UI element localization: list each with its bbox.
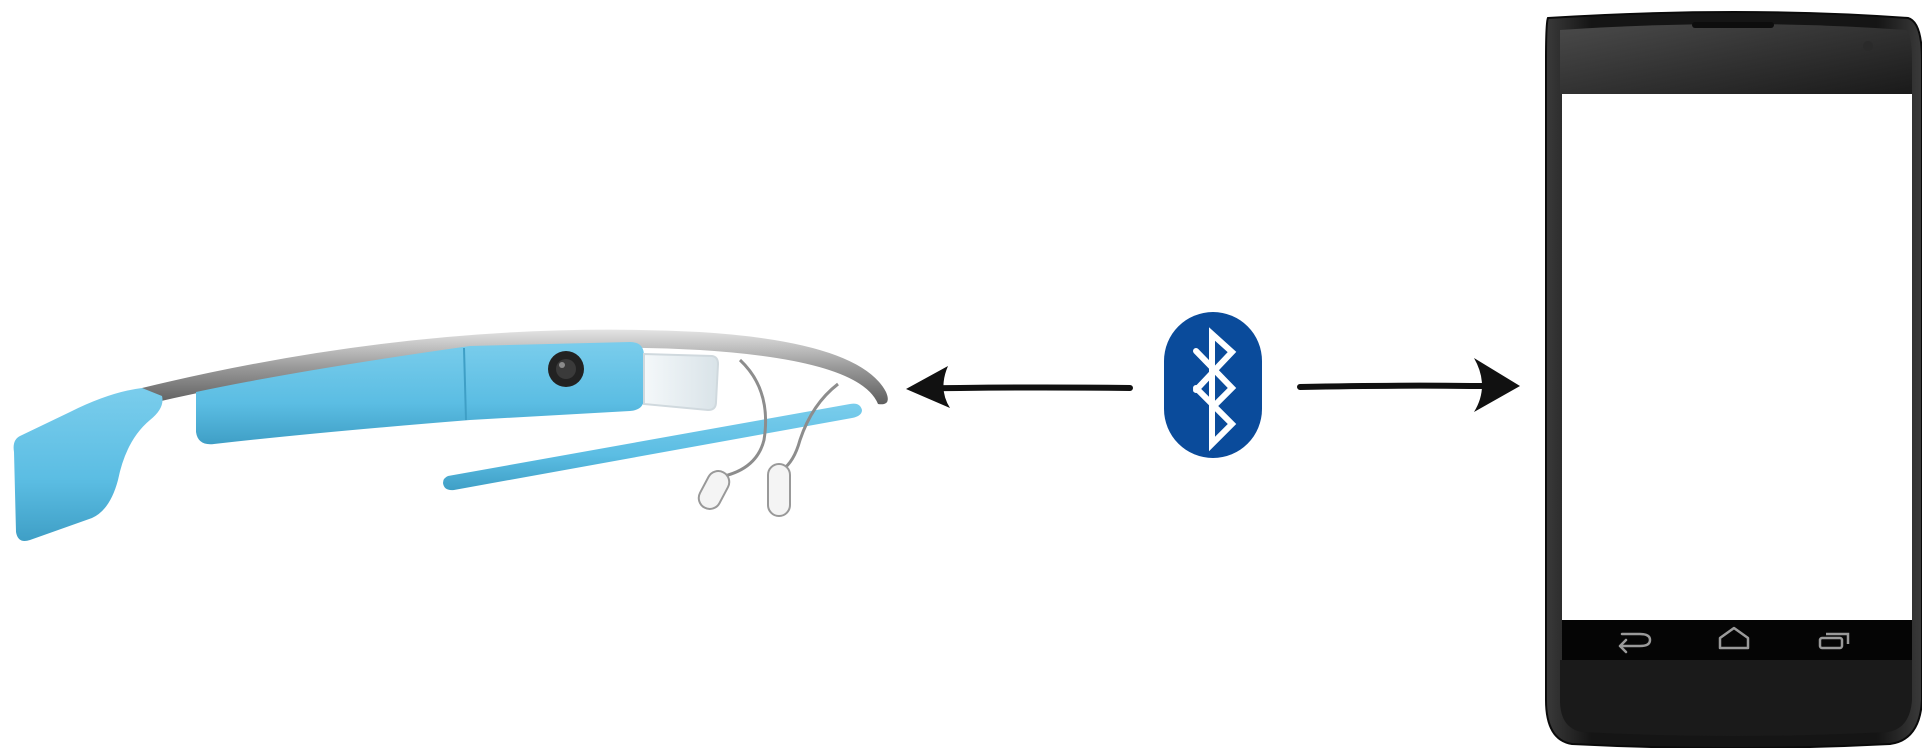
phone-front-camera: [1863, 41, 1873, 51]
home-icon: [1718, 626, 1750, 650]
arrow-left-head: [906, 366, 950, 408]
glasses-nose-wire-right: [781, 382, 839, 472]
glasses-nose-pad-left: [697, 470, 731, 510]
arrow-right-head: [1474, 358, 1520, 412]
phone-nav-bar: [1562, 620, 1912, 660]
recent-apps-icon: [1818, 632, 1850, 650]
arrow-to-glasses: [906, 366, 1133, 408]
camera-lens-icon: [548, 351, 584, 387]
phone-bottom-bezel: [1560, 660, 1912, 736]
glasses-housing: [196, 342, 644, 445]
glasses-housing-seam: [463, 347, 467, 421]
back-icon: [1618, 632, 1652, 654]
glasses-temple-arm: [443, 403, 862, 491]
phone-screen: [1562, 94, 1912, 620]
phone-speaker: [1692, 22, 1774, 28]
arrow-left-shaft: [915, 384, 1133, 392]
smart-glasses-icon: [13, 329, 888, 541]
glasses-prism-display: [643, 352, 720, 412]
glasses-end-piece: [13, 388, 163, 541]
glasses-nose-pad-right: [767, 463, 791, 517]
glasses-nose-wire-left: [713, 358, 768, 480]
arrow-to-phone: [1297, 358, 1520, 412]
arrow-right-shaft: [1297, 382, 1511, 390]
glasses-headband: [142, 329, 888, 405]
bluetooth-icon: [1164, 312, 1262, 458]
smartphone-icon: [1545, 11, 1922, 748]
phone-top-bezel: [1560, 24, 1912, 94]
